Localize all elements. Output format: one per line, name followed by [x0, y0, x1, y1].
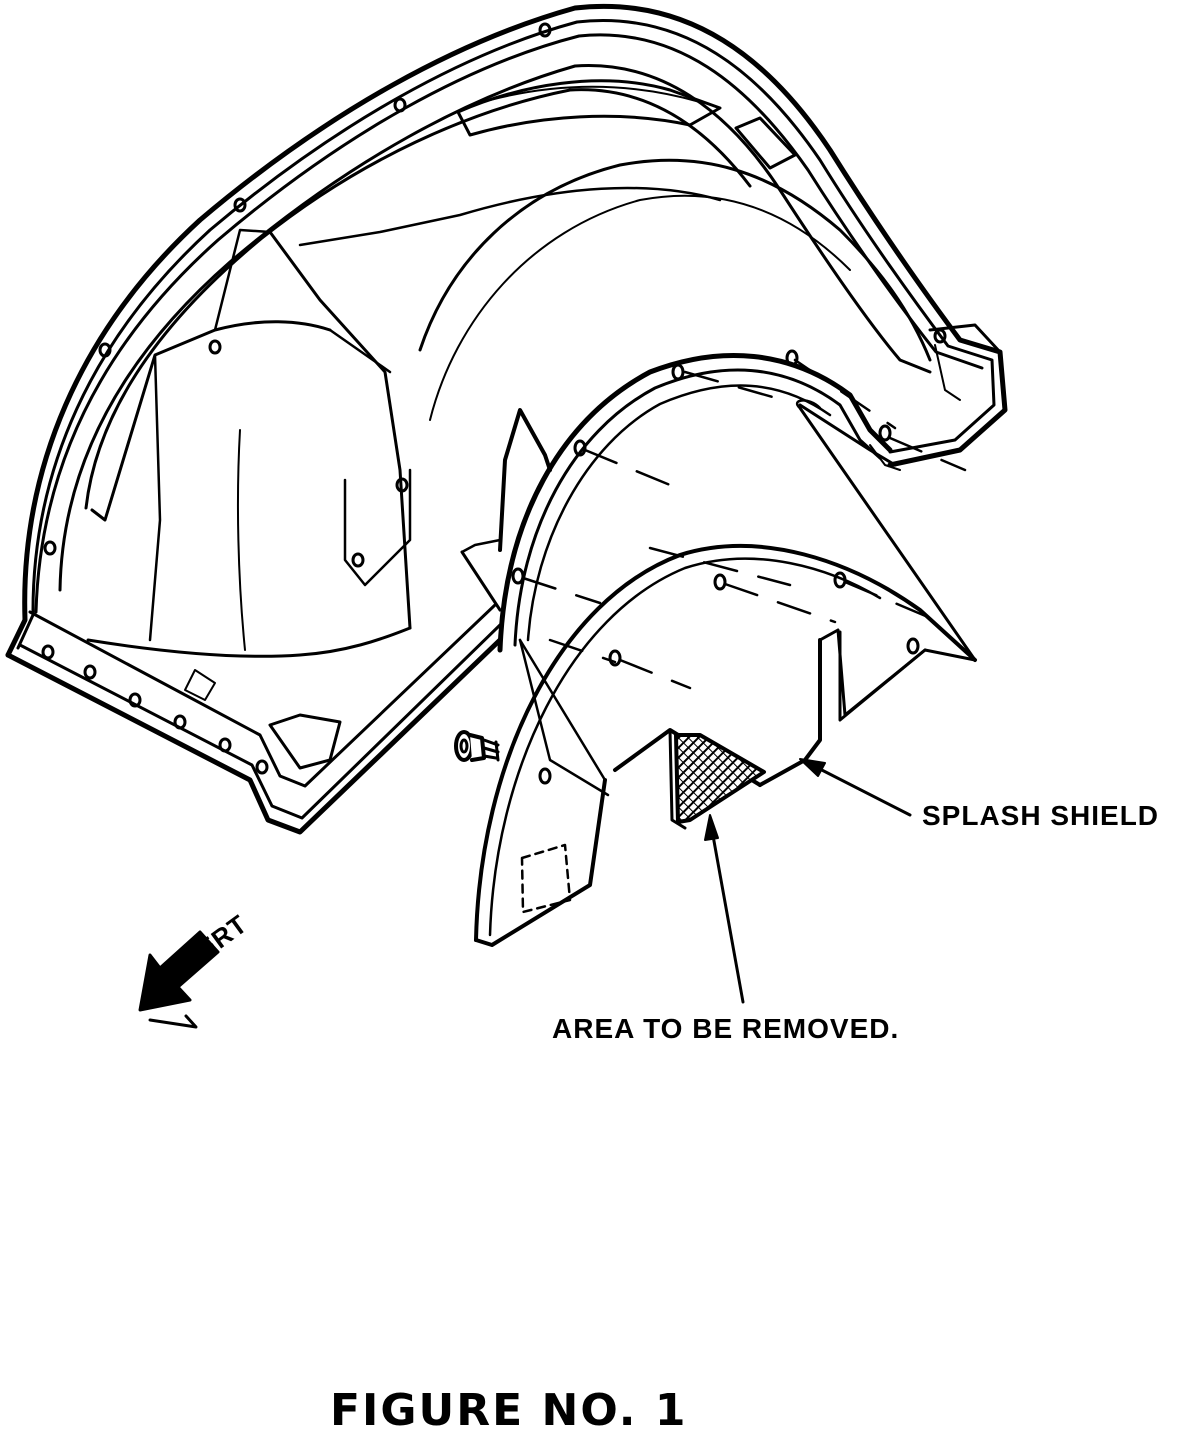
area-to-be-removed-label: AREA TO BE REMOVED.: [552, 1013, 900, 1044]
alignment-lines: [521, 358, 967, 690]
wheelhouse-panel: [5, 3, 1008, 835]
removal-area: [674, 733, 766, 824]
splash-shield-label: SPLASH SHIELD: [922, 800, 1160, 831]
opening-holes: [511, 349, 892, 585]
front-arrow-icon: [138, 930, 220, 1029]
shield-holes: [538, 571, 920, 785]
splash-shield: [474, 399, 977, 947]
flange-holes: [41, 22, 947, 775]
area-removed-leader: [704, 814, 745, 1004]
screw-icon: [454, 730, 500, 762]
figure-caption: FIGURE NO. 1: [330, 1385, 688, 1436]
wheel-opening-flange: [460, 349, 897, 653]
splash-shield-leader: [799, 758, 912, 817]
